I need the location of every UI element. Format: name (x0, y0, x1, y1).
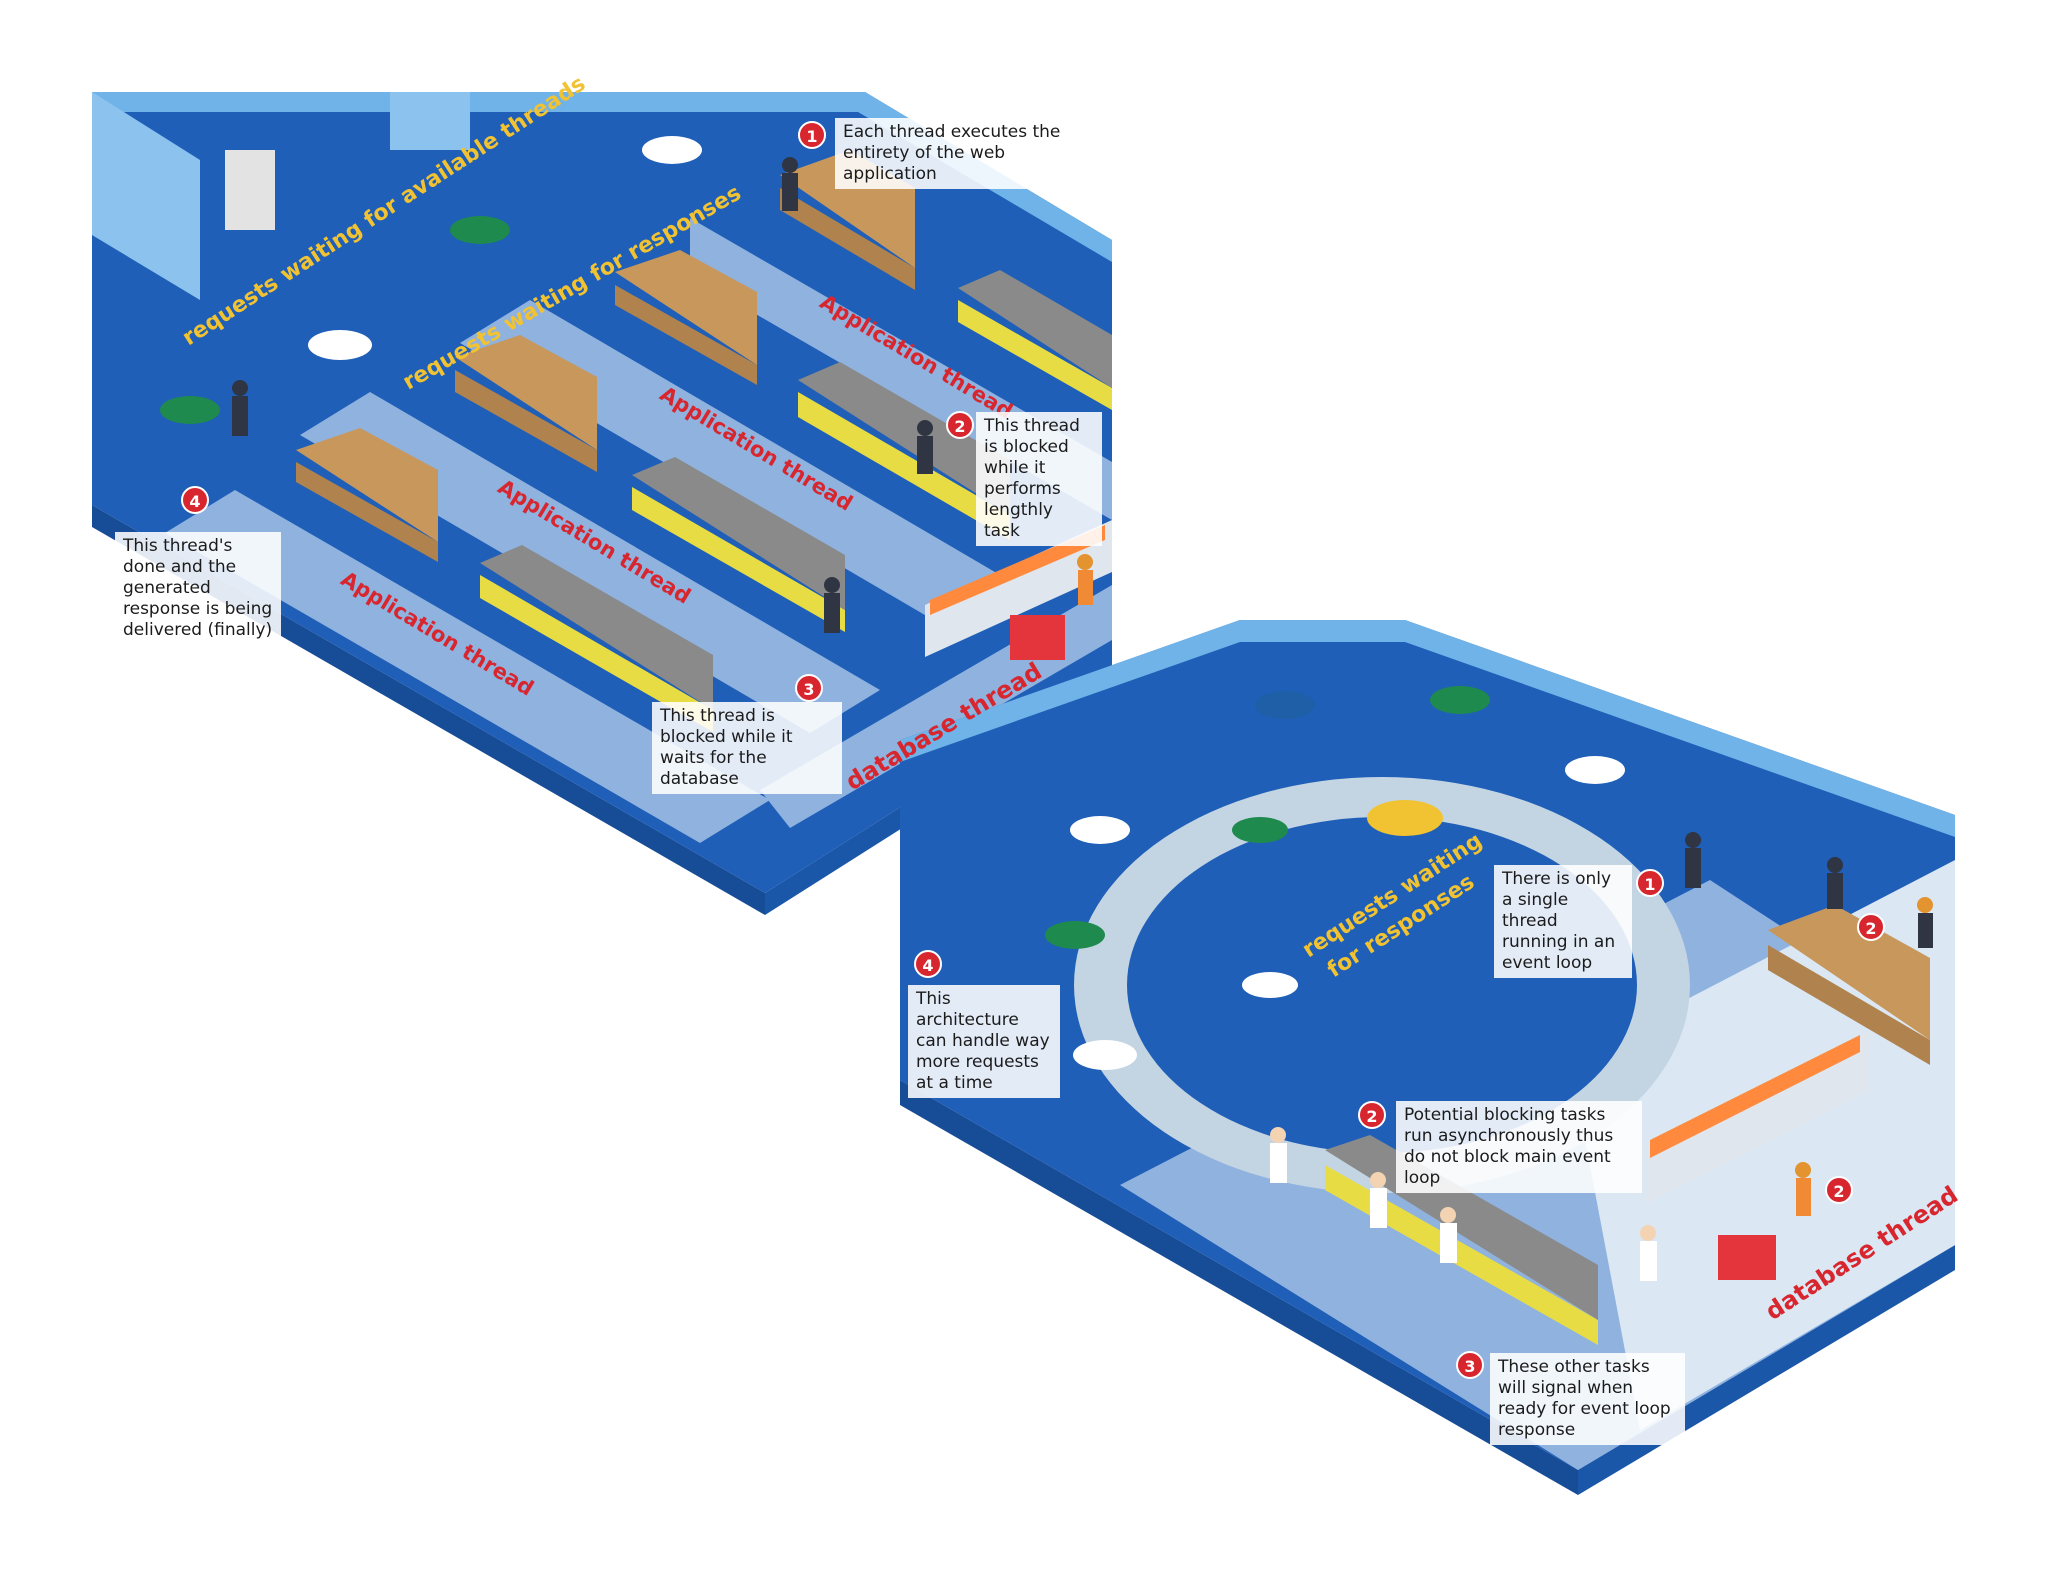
top-badge-3: 3 (795, 674, 823, 702)
top-store (925, 520, 1112, 660)
bottom-badge-2a: 2 (1358, 1101, 1386, 1129)
bottom-badge-1: 1 (1636, 869, 1664, 897)
top-tables (160, 136, 702, 424)
top-platform (92, 92, 1112, 915)
bottom-badge-4: 4 (914, 950, 942, 978)
top-callout-2: This thread is blocked while it performs… (976, 412, 1102, 546)
top-badge-2: 2 (946, 411, 974, 439)
bottom-callout-4: This architecture can handle way more re… (908, 985, 1060, 1098)
top-callout-3: This thread is blocked while it waits fo… (652, 702, 842, 794)
bottom-people (1270, 832, 1933, 1281)
top-callout-1: Each thread executes the entirety of the… (835, 118, 1100, 189)
top-people (232, 157, 1093, 633)
bottom-counters (1325, 905, 1930, 1345)
top-badge-4: 4 (181, 486, 209, 514)
bottom-badge-2b: 2 (1857, 913, 1885, 941)
top-kitchens (480, 270, 1112, 732)
bottom-callout-2: Potential blocking tasks run asynchronou… (1396, 1101, 1642, 1193)
bottom-badge-2c: 2 (1825, 1176, 1853, 1204)
bottom-callout-1: There is only a single thread running in… (1494, 865, 1632, 978)
bottom-tables (1045, 686, 1625, 1070)
bottom-badge-3: 3 (1456, 1351, 1484, 1379)
top-callout-4: This thread's done and the generated res… (115, 532, 281, 645)
top-badge-1: 1 (798, 121, 826, 149)
bottom-callout-3: These other tasks will signal when ready… (1490, 1353, 1685, 1445)
